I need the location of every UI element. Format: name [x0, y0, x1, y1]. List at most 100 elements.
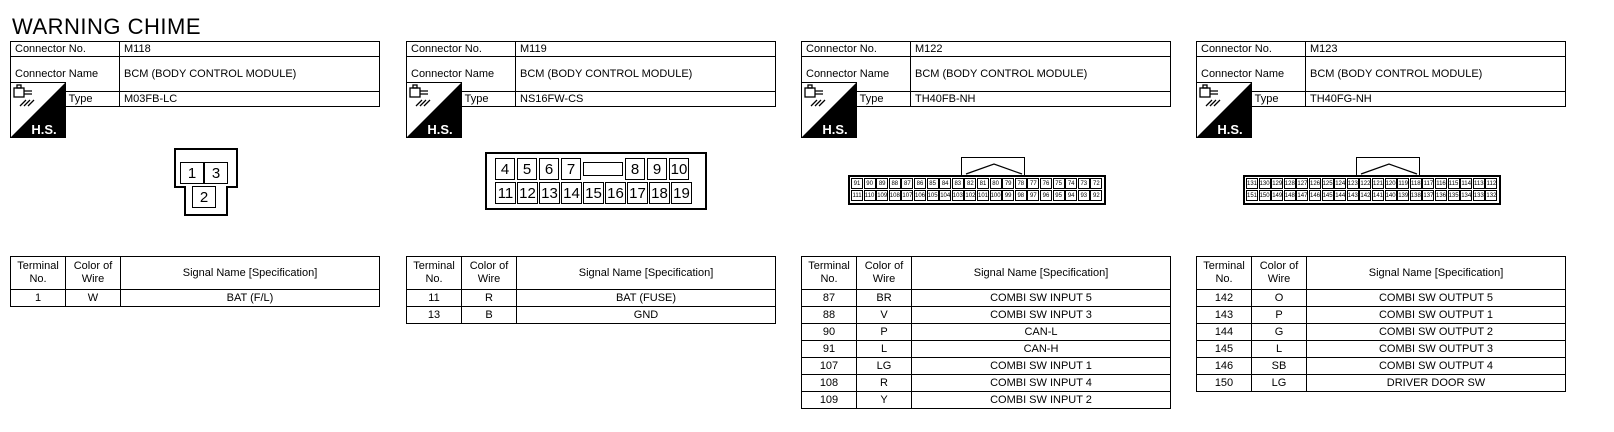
wire-color: LG — [1251, 374, 1307, 392]
info-value-name: BCM (BODY CONTROL MODULE) — [1305, 56, 1566, 92]
pin: 19 — [671, 182, 692, 204]
pin: 7 — [561, 158, 581, 180]
col-header-signal: Signal Name [Specification] — [1306, 256, 1566, 290]
pin: 126 — [1309, 178, 1321, 189]
terminal-no: 88 — [801, 306, 857, 324]
pin: 8 — [625, 158, 645, 180]
pin: 129 — [1271, 178, 1284, 189]
pin: 1 — [180, 162, 204, 184]
pin: 95 — [1052, 190, 1065, 201]
connector-housing — [485, 152, 707, 210]
pin: 138 — [1409, 190, 1422, 201]
info-value-type: TH40FG-NH — [1305, 91, 1566, 107]
pin: 96 — [1040, 190, 1052, 201]
wire-color: O — [1251, 289, 1307, 307]
pin: 79 — [1002, 178, 1015, 189]
wire-color: SB — [1251, 357, 1307, 375]
terminal-no: 146 — [1196, 357, 1252, 375]
col-header-signal: Signal Name [Specification] — [516, 256, 776, 290]
info-value-no: M119 — [515, 41, 776, 57]
pin: 99 — [1002, 190, 1015, 201]
pin: 133 — [1472, 190, 1485, 201]
harness-side-icon: H.S. — [801, 82, 857, 138]
signal-name: COMBI SW INPUT 4 — [911, 374, 1171, 392]
pin: 104 — [939, 190, 952, 201]
signal-name: COMBI SW OUTPUT 3 — [1306, 340, 1566, 358]
signal-name: BAT (FUSE) — [516, 289, 776, 307]
pin: 77 — [1027, 178, 1040, 189]
pin: 145 — [1321, 190, 1334, 201]
info-value-no: M118 — [119, 41, 380, 57]
info-label: Connector No. — [10, 41, 120, 57]
terminal-no: 144 — [1196, 323, 1252, 341]
pin: 113 — [1472, 178, 1485, 189]
pin: 151 — [1246, 190, 1258, 201]
wire-color: B — [461, 306, 517, 324]
pin: 134 — [1460, 190, 1473, 201]
pin: 18 — [649, 182, 670, 204]
pin: 14 — [561, 182, 582, 204]
connector-housing — [1243, 175, 1501, 205]
signal-name: COMBI SW INPUT 5 — [911, 289, 1171, 307]
info-value-type: NS16FW-CS — [515, 91, 776, 107]
pin: 84 — [939, 178, 952, 189]
signal-name: COMBI SW INPUT 3 — [911, 306, 1171, 324]
pin: 16 — [605, 182, 626, 204]
pin: 125 — [1321, 178, 1334, 189]
terminal-no: 109 — [801, 391, 857, 409]
pin: 93 — [1077, 190, 1090, 201]
info-value-name: BCM (BODY CONTROL MODULE) — [515, 56, 776, 92]
hs-label: H.S. — [1217, 122, 1242, 137]
pin: 15 — [583, 182, 604, 204]
connector-latch — [961, 157, 1025, 177]
info-label: Connector No. — [406, 41, 516, 57]
wire-color: W — [65, 289, 121, 307]
pin: 108 — [888, 190, 901, 201]
info-value-no: M123 — [1305, 41, 1566, 57]
pin: 119 — [1397, 178, 1410, 189]
pin: 148 — [1283, 190, 1296, 201]
signal-name: CAN-L — [911, 323, 1171, 341]
pin: 75 — [1052, 178, 1065, 189]
pin: 123 — [1346, 178, 1359, 189]
pin: 78 — [1014, 178, 1027, 189]
wire-color: P — [1251, 306, 1307, 324]
pin: 143 — [1346, 190, 1359, 201]
col-header-terminal: Terminal No. — [801, 256, 857, 290]
wire-color: Y — [856, 391, 912, 409]
page-title: WARNING CHIME — [12, 14, 202, 39]
pin: 130 — [1258, 178, 1271, 189]
wire-color: V — [856, 306, 912, 324]
pin: 3 — [204, 162, 228, 184]
pin: 98 — [1014, 190, 1027, 201]
pin: 4 — [495, 158, 515, 180]
wire-color: L — [856, 340, 912, 358]
pin: 144 — [1334, 190, 1347, 201]
pin: 109 — [876, 190, 889, 201]
harness-side-icon: H.S. — [406, 82, 462, 138]
pin: 73 — [1077, 178, 1090, 189]
signal-name: COMBI SW INPUT 2 — [911, 391, 1171, 409]
pin: 114 — [1460, 178, 1473, 189]
pin: 13 — [539, 182, 560, 204]
pin: 17 — [627, 182, 648, 204]
info-label: Connector No. — [801, 41, 911, 57]
pin: 140 — [1384, 190, 1397, 201]
pin: 116 — [1435, 178, 1447, 189]
hs-label: H.S. — [31, 122, 56, 137]
harness-side-icon: H.S. — [1196, 82, 1252, 138]
pin: 118 — [1409, 178, 1422, 189]
pin: 94 — [1065, 190, 1078, 201]
pin: 10 — [669, 158, 689, 180]
hs-label: H.S. — [427, 122, 452, 137]
pin: 11 — [495, 182, 516, 204]
